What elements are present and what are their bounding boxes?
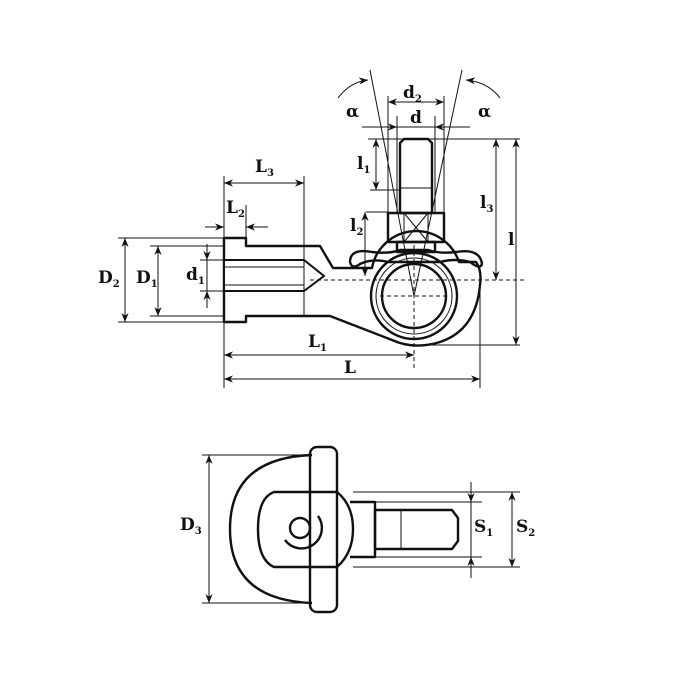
stud-neck: [395, 240, 437, 254]
label-l1: l1: [357, 154, 370, 176]
angle-line-left: [369, 69, 415, 297]
thread-end: [373, 508, 460, 551]
label-L: L: [344, 358, 356, 378]
label-S2: S2: [516, 517, 535, 539]
housing-dome: [228, 453, 313, 605]
label-L1: L1: [308, 332, 327, 354]
label-alpha-left: α: [346, 102, 359, 122]
flange-bar: [308, 445, 339, 614]
threaded-bore: [223, 259, 326, 292]
bottom-view: D3 S1 S2: [180, 445, 535, 614]
dimension-lines: [118, 96, 520, 388]
label-D1: D1: [136, 268, 158, 290]
label-L2: L2: [226, 198, 245, 220]
label-l: l: [508, 230, 515, 250]
center-arc: [284, 515, 324, 550]
label-D2: D2: [98, 268, 120, 290]
ball-inner-line: [375, 257, 453, 335]
label-alpha-right: α: [478, 102, 491, 122]
label-d1: d1: [186, 265, 205, 287]
angle-line-right: [413, 69, 463, 297]
section-view: d2 d α α l1 l2 l3 l L3 L2 D2 D1 d1 L1 L: [98, 69, 525, 388]
socket-head: [256, 490, 355, 569]
label-D3: D3: [180, 515, 202, 537]
angle-arc-right: [465, 77, 501, 99]
label-d2: d2: [403, 83, 422, 105]
dimension-lines: [202, 454, 520, 604]
label-l2: l2: [350, 216, 363, 238]
stud-thread: [398, 137, 434, 215]
angle-arc-left: [337, 77, 369, 99]
label-l3: l3: [480, 193, 493, 215]
label-S1: S1: [474, 517, 493, 539]
hex-cross: [403, 212, 429, 243]
label-L3: L3: [255, 157, 274, 179]
center-circle: [288, 516, 312, 540]
label-d: d: [410, 108, 422, 128]
